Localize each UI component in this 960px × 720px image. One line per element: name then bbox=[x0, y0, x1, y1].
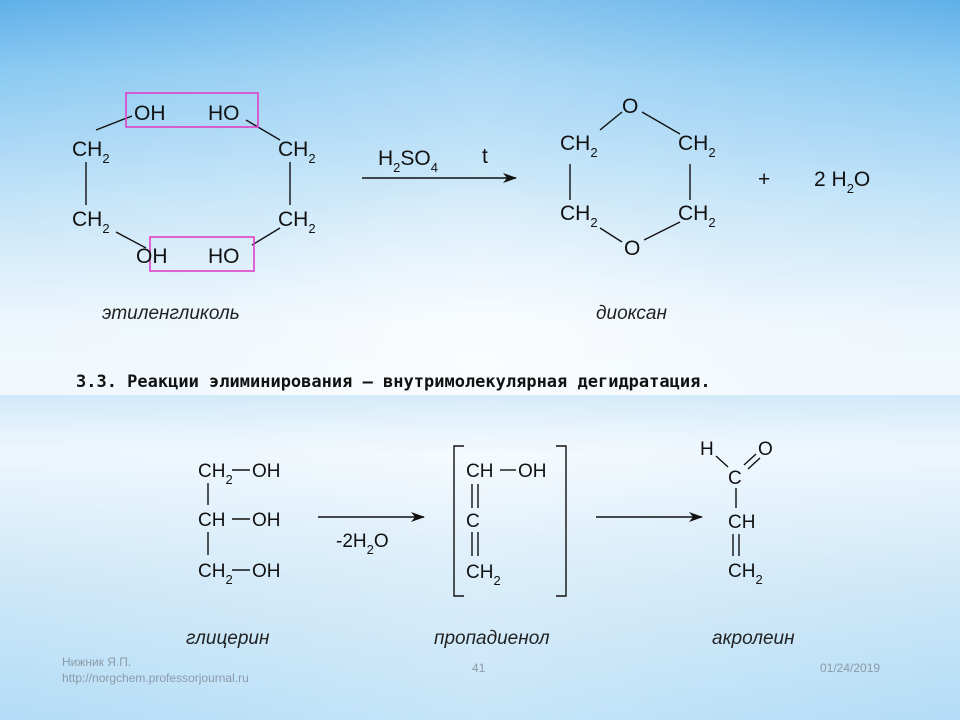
reagent-sulfuric-acid: H2SO4 bbox=[378, 147, 438, 175]
propadienol-c: C bbox=[466, 511, 480, 532]
glycerol-structure bbox=[207, 469, 250, 571]
footer-date: 01/24/2019 bbox=[820, 661, 880, 675]
dioxane-o-top: O bbox=[622, 95, 638, 118]
acrolein-name: акролеин bbox=[712, 628, 795, 649]
water-product: 2 H2O bbox=[814, 168, 870, 196]
propadienol-brackets bbox=[453, 445, 567, 597]
glycol-name: этиленгликоль bbox=[102, 303, 240, 324]
acrolein-ch: CH bbox=[728, 512, 755, 533]
glycerol-oh-middle: OH bbox=[252, 510, 281, 531]
bond-acrolein-h bbox=[715, 455, 729, 468]
propadienol-structure bbox=[471, 469, 516, 556]
bond-acrolein-o-a bbox=[743, 453, 757, 466]
bond-ho-ch2-bottom bbox=[251, 227, 281, 246]
propadienol-ch2: CH2 bbox=[466, 562, 501, 588]
highlight-box-bottom bbox=[149, 236, 255, 272]
glycerol-ch2-top: CH2 bbox=[198, 461, 233, 487]
glycol-top-oh: OH bbox=[134, 102, 166, 125]
glycerol-ch-middle: CH bbox=[198, 510, 225, 531]
bracket-right bbox=[556, 445, 567, 597]
footer-url: http://norgchem.professorjournal.ru bbox=[62, 671, 249, 685]
glycol-ch2-bottom-left: CH2 bbox=[72, 208, 110, 236]
ethylene-glycol-structure bbox=[85, 115, 291, 249]
footer-page-number: 41 bbox=[472, 661, 486, 675]
propadienol-name: пропадиенол bbox=[434, 628, 550, 649]
footer-author: Нижник Я.П. bbox=[62, 655, 131, 669]
acrolein-structure bbox=[715, 453, 761, 556]
propadienol-oh: OH bbox=[518, 461, 547, 482]
glycol-ch2-top-right: CH2 bbox=[278, 138, 316, 166]
section-heading: 3.3. Реакции элиминирования – внутримоле… bbox=[76, 372, 711, 392]
acrolein-ch2: CH2 bbox=[728, 561, 763, 587]
dioxane-o-bottom: O bbox=[624, 237, 640, 260]
propadienol-ch: CH bbox=[466, 461, 493, 482]
glycerol-ch2-bottom: CH2 bbox=[198, 561, 233, 587]
plus-sign: + bbox=[758, 168, 770, 191]
glycerol-name: глицерин bbox=[186, 628, 270, 649]
background-band bbox=[0, 395, 960, 455]
dioxane-ch2-top-left: CH2 bbox=[560, 132, 598, 160]
highlight-box-top bbox=[125, 92, 259, 128]
glycerol-oh-bottom: OH bbox=[252, 561, 281, 582]
bond-dioxane-bottom-right bbox=[643, 221, 681, 241]
bond-acrolein-o-b bbox=[747, 457, 761, 470]
reagent-temperature: t bbox=[482, 145, 488, 168]
bond-dioxane-top-left bbox=[599, 111, 623, 131]
bond-ch2-oh-bottom bbox=[115, 231, 147, 249]
glycol-top-ho: HO bbox=[208, 102, 240, 125]
glycol-bottom-ho: HO bbox=[208, 245, 240, 268]
acrolein-c: C bbox=[728, 468, 742, 489]
bond-dioxane-top-right bbox=[641, 111, 681, 135]
glycerol-oh-top: OH bbox=[252, 461, 281, 482]
glycol-ch2-top-left: CH2 bbox=[72, 138, 110, 166]
condition-dehydration: -2H2O bbox=[336, 531, 389, 557]
dioxane-ch2-bottom-right: CH2 bbox=[678, 202, 716, 230]
acrolein-h: H bbox=[700, 439, 714, 460]
glycol-ch2-bottom-right: CH2 bbox=[278, 208, 316, 236]
dioxane-name: диоксан bbox=[596, 303, 667, 324]
bond-ho-ch2-top bbox=[245, 119, 281, 141]
bond-dioxane-bottom-left bbox=[599, 227, 623, 243]
glycol-bottom-oh: OH bbox=[136, 245, 168, 268]
acrolein-o: O bbox=[758, 439, 773, 460]
dioxane-ch2-top-right: CH2 bbox=[678, 132, 716, 160]
dioxane-structure bbox=[569, 111, 691, 243]
dioxane-ch2-bottom-left: CH2 bbox=[560, 202, 598, 230]
bracket-left bbox=[453, 445, 464, 597]
